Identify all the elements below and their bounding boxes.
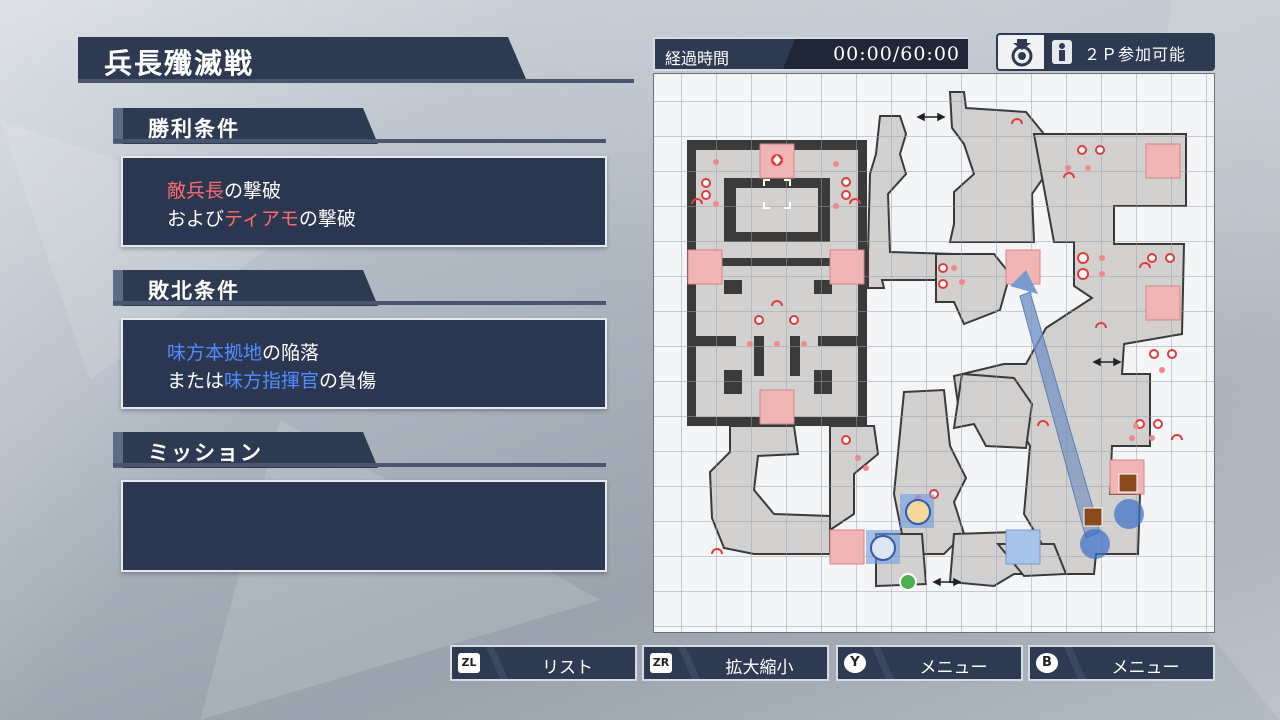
list-button-label: リスト (542, 658, 593, 678)
condition-text: の撃破 (224, 180, 282, 202)
allied-units[interactable] (866, 473, 1144, 591)
ally-unit-3 (1080, 507, 1110, 559)
mission-box (121, 480, 607, 572)
b-menu-button[interactable]: B メニュー (1028, 645, 1215, 681)
b-key-icon: B (1036, 653, 1058, 673)
map-title: 兵長殲滅戦 (104, 47, 255, 80)
person-icon (1052, 40, 1072, 64)
defeat-line-1: 味方本拠地の陥落 (167, 338, 319, 365)
button-separator (1064, 647, 1086, 679)
zoom-button[interactable]: ZR 拡大縮小 (642, 645, 829, 681)
title-underline (78, 79, 634, 83)
player2-join-indicator: ２Ｐ参加可能 (996, 33, 1215, 71)
zl-key-icon: ZL (458, 653, 480, 673)
enemy-name-text: 敵兵長 (167, 180, 225, 202)
victory-conditions-box: 敵兵長の撃破 およびティアモの撃破 (121, 156, 607, 247)
list-button[interactable]: ZL リスト (450, 645, 637, 681)
mission-header-accent (113, 432, 123, 468)
ally-name-text: 味方指揮官 (224, 370, 320, 392)
elapsed-time-label: 経過時間 (665, 49, 730, 68)
ally-unit-1 (900, 494, 934, 528)
ally-name-text: 味方本拠地 (167, 342, 263, 364)
defeat-conditions-box: 味方本拠地の陥落 または味方指揮官の負傷 (121, 318, 607, 409)
elapsed-time-value-bg: 00:00/60:00 (783, 39, 968, 69)
condition-text: の撃破 (298, 208, 356, 230)
y-key-icon: Y (844, 653, 866, 673)
elapsed-time-panel: 経過時間 00:00/60:00 (653, 37, 968, 71)
zoom-button-label: 拡大縮小 (725, 658, 794, 678)
button-separator (486, 647, 508, 679)
enemy-name-text: ティアモ (224, 208, 299, 230)
condition-text: または (167, 370, 225, 392)
zr-key-icon: ZR (650, 653, 672, 673)
b-menu-button-label: メニュー (1111, 658, 1180, 678)
victory-header (113, 108, 378, 144)
defeat-header-accent (113, 270, 123, 306)
title-banner (78, 37, 526, 79)
map-grid (654, 74, 1214, 632)
player2-join-label: ２Ｐ参加可能 (1084, 45, 1187, 64)
victory-line-2: およびティアモの撃破 (167, 204, 356, 231)
victory-line-1: 敵兵長の撃破 (167, 176, 281, 203)
player2-label-bg (1044, 35, 1213, 69)
y-menu-button-label: メニュー (919, 658, 988, 678)
ally-unit-4 (1114, 473, 1144, 529)
controller-join-icon (1011, 39, 1033, 67)
defeat-header (113, 270, 378, 306)
enemy-base-tiles (687, 143, 1181, 565)
ally-base-tile (1005, 529, 1041, 565)
victory-header-label: 勝利条件 (148, 117, 240, 141)
defeat-line-2: または味方指揮官の負傷 (167, 366, 376, 393)
victory-header-accent (113, 108, 123, 144)
cursor-crosshair (763, 179, 791, 209)
condition-text: および (167, 208, 225, 230)
passage-arrows (916, 112, 1122, 587)
battle-map[interactable] (653, 73, 1215, 633)
elapsed-time-value: 00:00/60:00 (833, 43, 960, 65)
mission-header-label: ミッション (148, 441, 263, 465)
defeat-header-label: 敗北条件 (148, 279, 240, 303)
ally-unit-2 (866, 530, 900, 564)
mission-header (113, 432, 378, 468)
mission-header-line (113, 463, 606, 467)
y-menu-button[interactable]: Y メニュー (836, 645, 1023, 681)
button-separator (678, 647, 700, 679)
enemy-units[interactable] (691, 118, 1183, 555)
button-separator (872, 647, 894, 679)
victory-header-line (113, 139, 606, 143)
map-canvas[interactable] (654, 74, 1215, 633)
condition-text: の陥落 (262, 342, 320, 364)
condition-text: の負傷 (319, 370, 377, 392)
ally-up-marker (899, 573, 917, 591)
defeat-header-line (113, 301, 606, 305)
